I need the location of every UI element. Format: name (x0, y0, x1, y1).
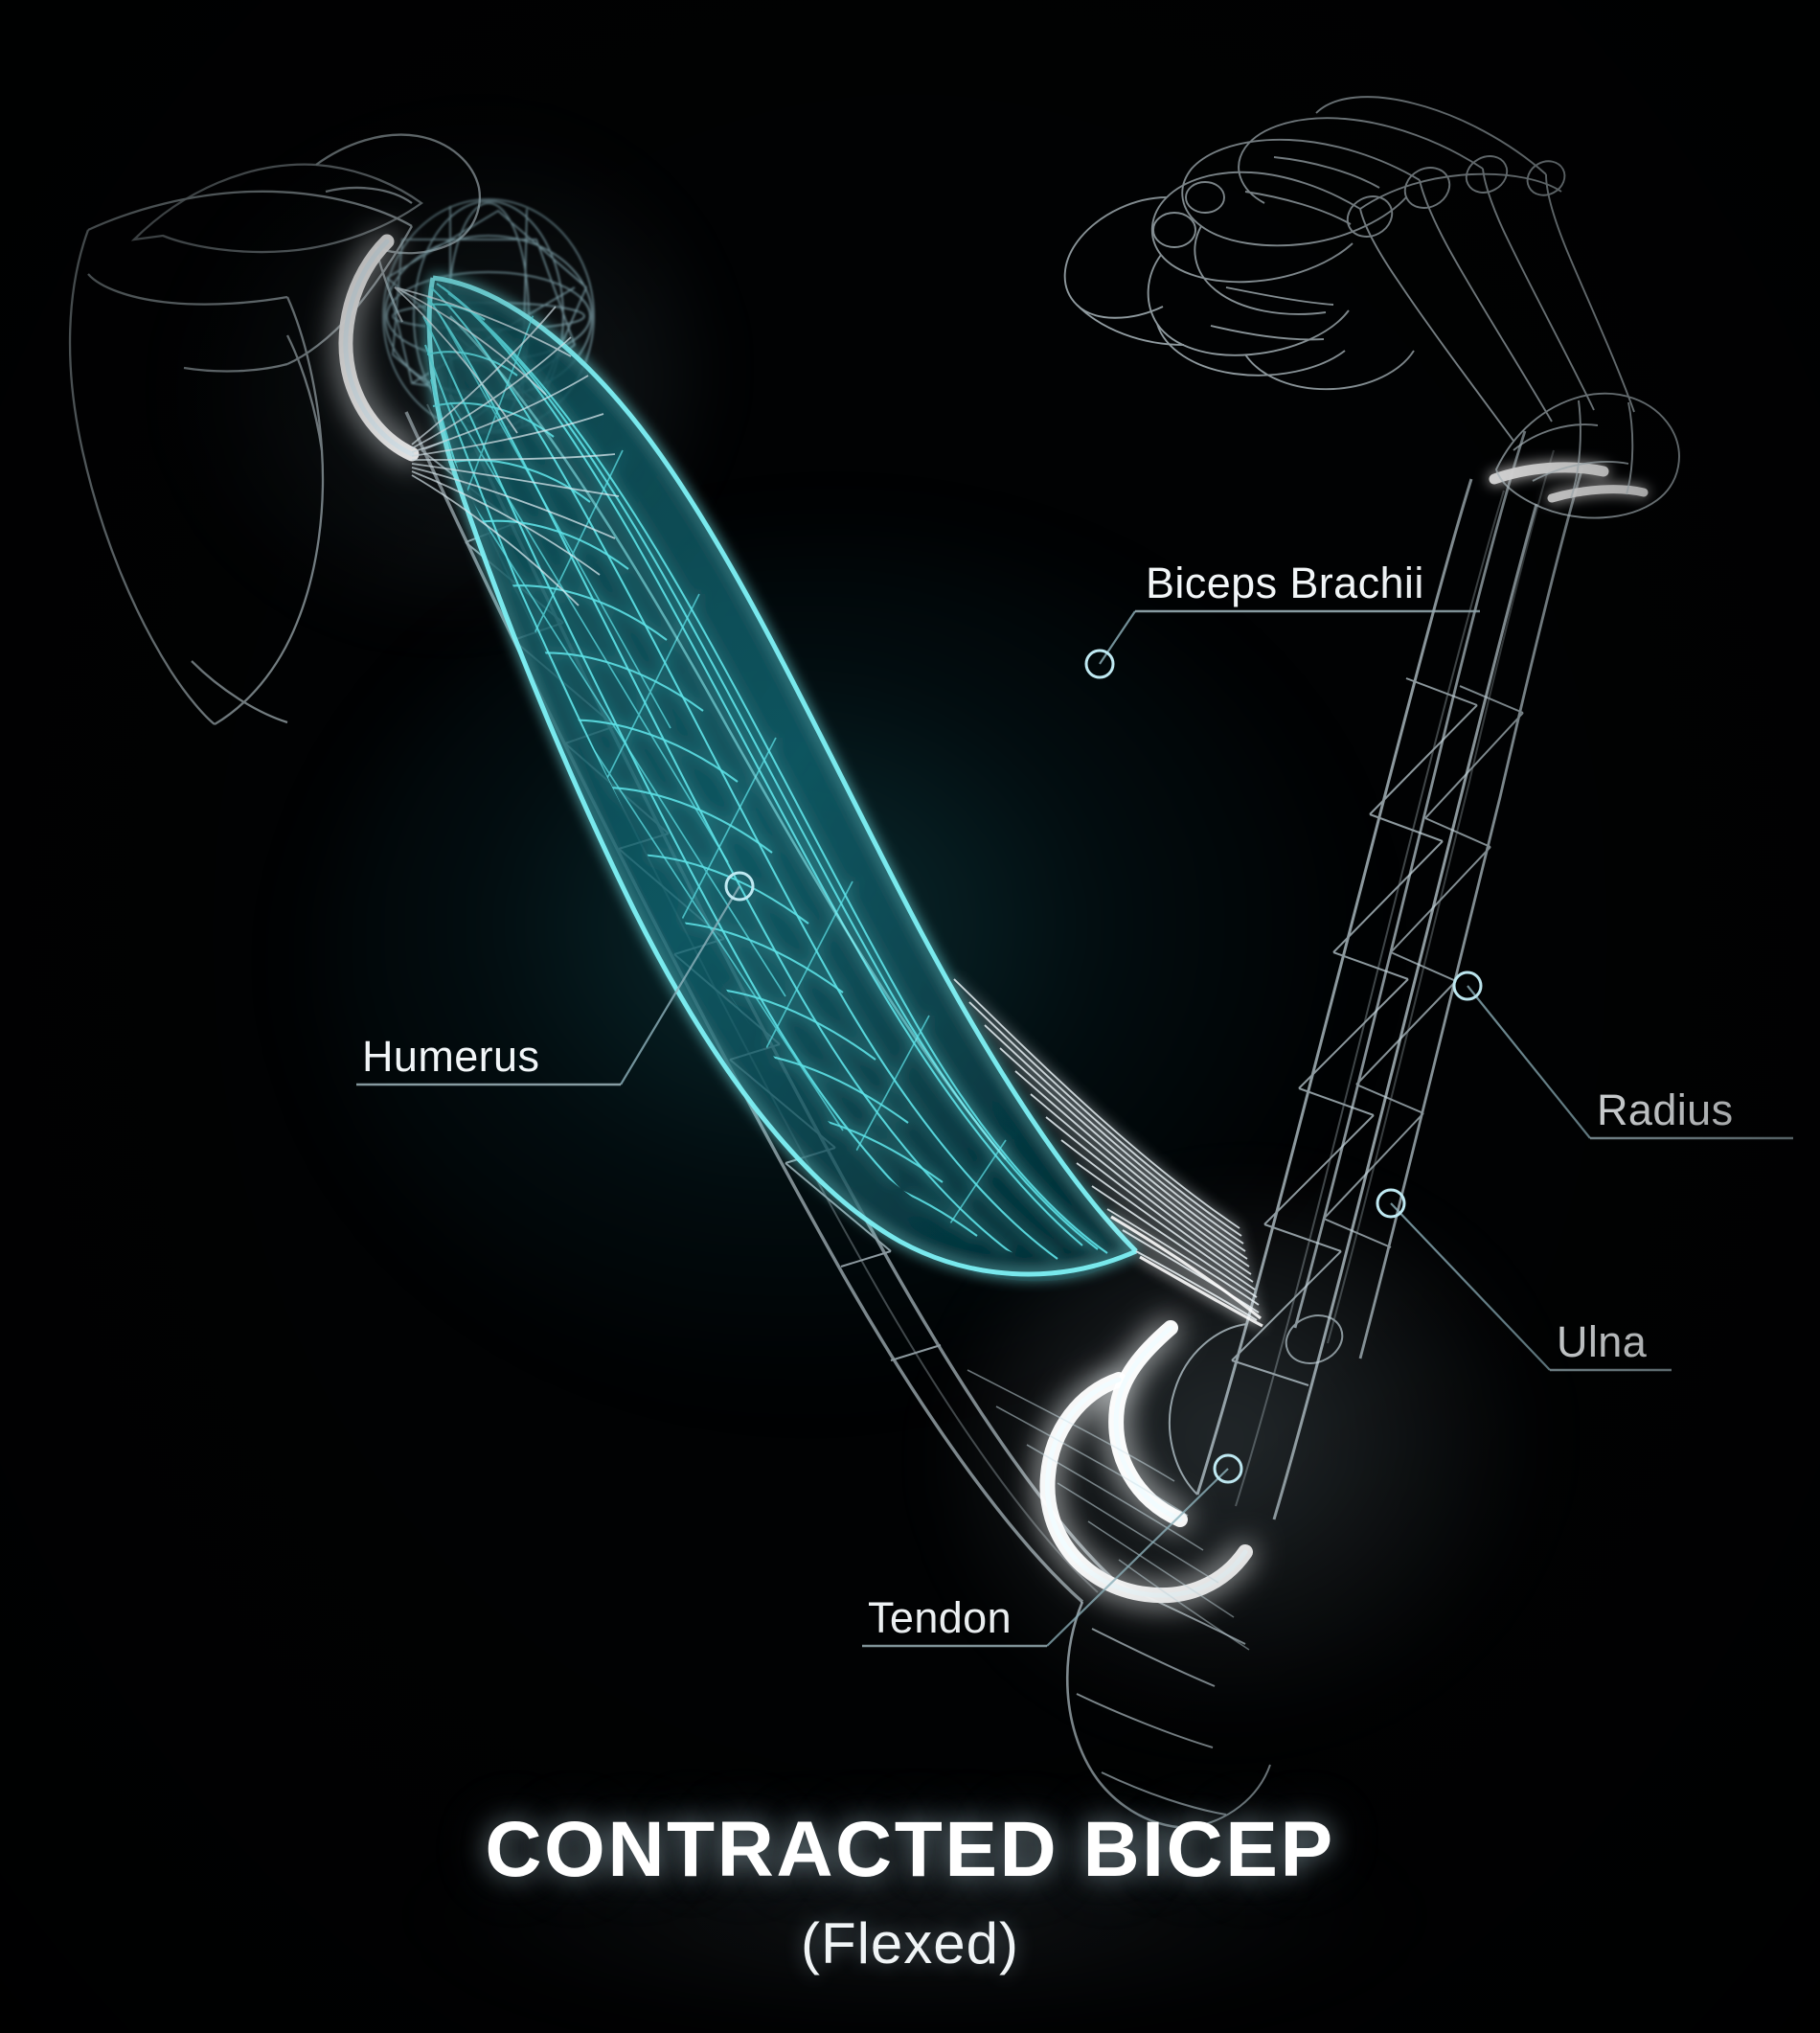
label-text-tendon: Tendon (868, 1593, 1012, 1642)
scapula (68, 133, 481, 725)
label-callout-ulna[interactable]: Ulna (1376, 1188, 1672, 1372)
leader-line-radius (1467, 985, 1591, 1139)
leader-line-ulna (1390, 1202, 1551, 1371)
humerus-condyle (1065, 1582, 1271, 1830)
ulna-bone (1169, 478, 1538, 1520)
page-subtitle: (Flexed) (800, 1911, 1020, 1976)
label-text-humerus: Humerus (362, 1032, 539, 1081)
label-callout-radius[interactable]: Radius (1452, 971, 1793, 1140)
proximal-tendon (338, 234, 420, 462)
page-title: CONTRACTED BICEP (485, 1806, 1335, 1893)
label-text-ulna: Ulna (1557, 1317, 1648, 1366)
label-text-radius: Radius (1597, 1085, 1733, 1134)
leader-line-biceps-brachii (1099, 610, 1136, 665)
label-text-biceps-brachii: Biceps Brachii (1146, 559, 1424, 607)
hand-skeleton (1063, 96, 1680, 519)
